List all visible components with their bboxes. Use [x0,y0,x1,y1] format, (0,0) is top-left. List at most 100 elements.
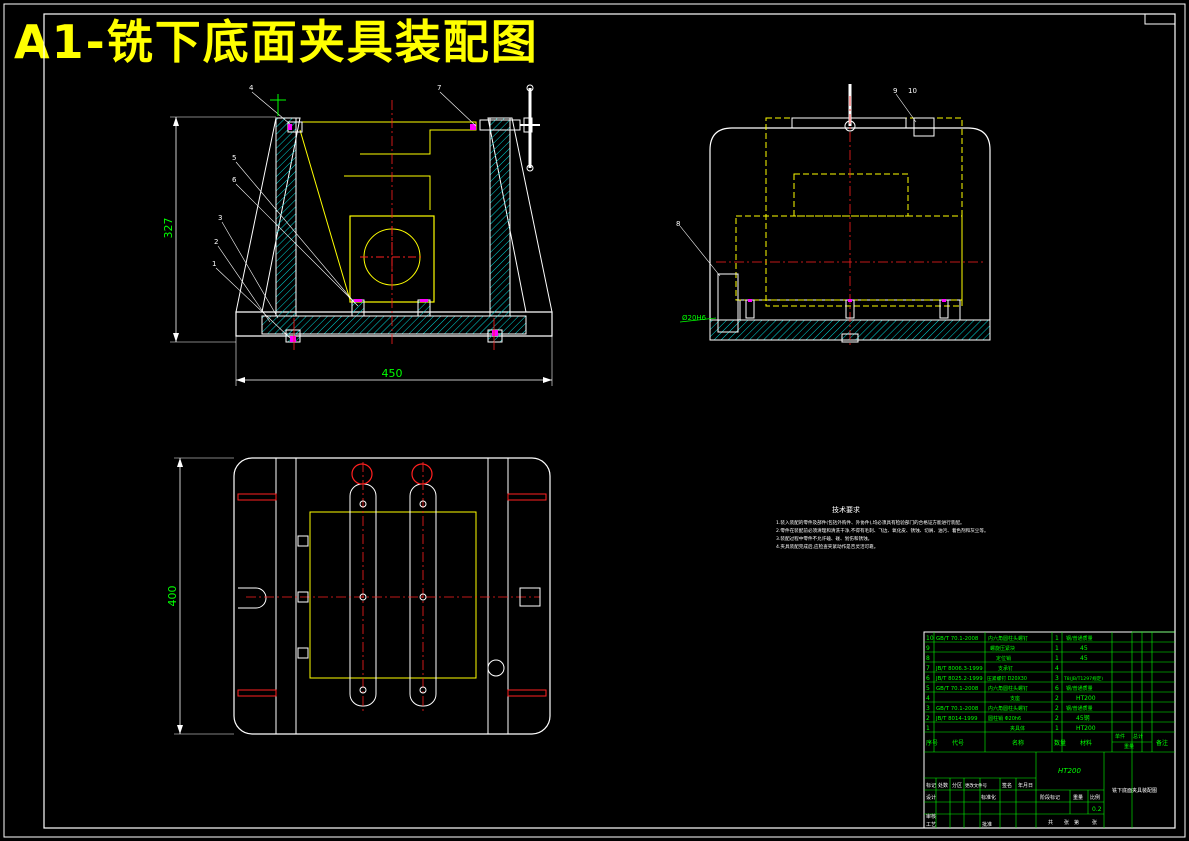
part-no-8: 8 [676,220,680,228]
svg-text:1: 1 [926,725,930,732]
svg-text:更改文件号: 更改文件号 [965,782,988,789]
svg-text:HT200: HT200 [1076,725,1096,732]
svg-text:共: 共 [1048,819,1053,826]
dim-400: 400 [166,586,179,607]
bom-row: 4 支座 2 HT200 [926,695,1096,702]
svg-text:材料: 材料 [1080,739,1092,747]
title-block [923,631,1176,829]
tech-title: 技术要求 [832,505,860,514]
bom-row: 10 GB/T 70.1-2008 内六角圆柱头螺钉 1 钢/普通质量 [926,635,1093,642]
part-no-1: 1 [212,260,216,268]
svg-text:内六角圆柱头螺钉: 内六角圆柱头螺钉 [988,685,1028,692]
svg-text:GB/T 70.1-2008: GB/T 70.1-2008 [936,706,979,712]
bom-row: 3 GB/T 70.1-2008 内六角圆柱头螺钉 2 钢/普通质量 [926,705,1093,712]
svg-text:4: 4 [1055,665,1059,672]
bom-row: 2 JB/T 8014-1999 圆柱销 Φ20h6 2 45钢 [926,714,1090,722]
svg-text:工艺: 工艺 [926,822,936,828]
svg-text:比例: 比例 [1090,794,1100,801]
svg-text:钢/普通质量: 钢/普通质量 [1066,705,1093,712]
part-no-5: 5 [232,154,236,162]
svg-text:内六角圆柱头螺钉: 内六角圆柱头螺钉 [988,705,1028,712]
svg-text:3: 3 [1055,675,1059,682]
svg-text:钢/普通质量: 钢/普通质量 [1066,635,1093,642]
drawing-name-cell: 铣下底面夹具装配图 [1112,787,1157,794]
title-block-labels: 标记 处数 分区 更改文件号 签名 年月日 设计 标准化 阶段标记 重量 比例 … [926,782,1102,828]
svg-text:1: 1 [1055,645,1059,652]
svg-text:2: 2 [926,715,930,722]
svg-text:螺旋压紧块: 螺旋压紧块 [990,645,1015,652]
svg-text:6: 6 [1055,685,1059,692]
svg-text:GB/T 70.1-2008: GB/T 70.1-2008 [936,686,979,692]
svg-text:总计: 总计 [1133,733,1143,740]
drawing-title: A1-铣下底面夹具装配图 [14,15,539,69]
svg-text:45: 45 [1080,645,1088,652]
svg-text:第: 第 [1074,819,1079,826]
svg-text:签名: 签名 [1002,782,1012,789]
tech-line-4: 4.夹具装配完成后,应检查夹紧动作是否灵活可靠。 [776,543,878,550]
bom-row: 5 GB/T 70.1-2008 内六角圆柱头螺钉 6 钢/普通质量 [926,685,1093,692]
top-view [174,457,551,735]
svg-text:9: 9 [926,645,930,652]
svg-text:10: 10 [926,635,934,642]
bom-row: 6 JB/T 8025.2-1999 压紧螺钉 D20X30 3 T8(JB/T… [926,675,1103,682]
svg-text:45: 45 [1080,655,1088,662]
svg-text:支座: 支座 [1010,695,1020,702]
svg-text:4: 4 [926,695,930,702]
svg-text:定位销: 定位销 [996,655,1011,662]
svg-text:审核: 审核 [926,813,936,820]
svg-text:0.2: 0.2 [1092,806,1102,813]
dim-450: 450 [382,367,403,380]
svg-text:3: 3 [926,705,930,712]
svg-text:处数: 处数 [938,782,948,789]
svg-text:GB/T 70.1-2008: GB/T 70.1-2008 [936,636,979,642]
svg-text:5: 5 [926,685,930,692]
svg-text:45钢: 45钢 [1076,714,1090,722]
svg-text:1: 1 [1055,655,1059,662]
svg-text:HT200: HT200 [1076,695,1096,702]
svg-text:2: 2 [1055,695,1059,702]
svg-text:年月日: 年月日 [1018,782,1033,789]
svg-text:分区: 分区 [952,782,962,789]
inner-border [43,13,1176,829]
svg-text:2: 2 [1055,715,1059,722]
bom-row: 9 螺旋压紧块 1 45 [926,645,1088,652]
bom-row: 1 夹具体 1 HT200 [926,725,1096,732]
part-no-6: 6 [232,176,237,184]
svg-text:圆柱销 Φ20h6: 圆柱销 Φ20h6 [988,715,1021,722]
svg-text:重量: 重量 [1073,794,1083,801]
svg-text:8: 8 [926,655,930,662]
svg-text:名称: 名称 [1012,739,1024,747]
svg-text:标准化: 标准化 [981,794,996,801]
svg-text:1: 1 [1055,725,1059,732]
front-view [170,84,553,386]
svg-text:2: 2 [1055,705,1059,712]
svg-text:阶段标记: 阶段标记 [1040,794,1060,801]
bom-row: 8 定位销 1 45 [926,655,1088,662]
svg-text:夹具体: 夹具体 [1010,725,1025,732]
part-no-2: 2 [214,238,218,246]
svg-text:重量: 重量 [1124,743,1134,750]
svg-text:张: 张 [1064,819,1069,826]
svg-text:7: 7 [926,665,930,672]
svg-text:1: 1 [1055,635,1059,642]
dim-dia: Ø20H6 [682,314,707,322]
side-view [679,84,991,346]
svg-text:内六角圆柱头螺钉: 内六角圆柱头螺钉 [988,635,1028,642]
svg-text:压紧螺钉 D20X30: 压紧螺钉 D20X30 [987,675,1027,682]
svg-text:备注: 备注 [1156,739,1168,747]
svg-text:标记: 标记 [926,782,936,789]
svg-text:批准: 批准 [982,821,992,828]
svg-text:序号: 序号 [926,739,938,747]
svg-text:代号: 代号 [952,739,964,747]
svg-text:设计: 设计 [926,794,936,801]
svg-text:单件: 单件 [1115,733,1125,740]
svg-text:数量: 数量 [1054,739,1066,747]
svg-text:支承钉: 支承钉 [998,665,1013,672]
tech-line-2: 2.零件在装配前必须清理和清洗干净,不得有毛刺、飞边、氧化皮、锈蚀、切屑、油污、… [776,527,989,534]
svg-text:JB/T 8006.3-1999: JB/T 8006.3-1999 [935,666,983,672]
tech-line-1: 1.装入装配的零件及部件(包括外购件、外协件),均必须具有检验部门的合格证方能进… [776,519,965,526]
svg-text:张: 张 [1092,819,1097,826]
part-no-3: 3 [218,214,222,222]
bom-row: 7 JB/T 8006.3-1999 支承钉 4 [926,665,1059,672]
